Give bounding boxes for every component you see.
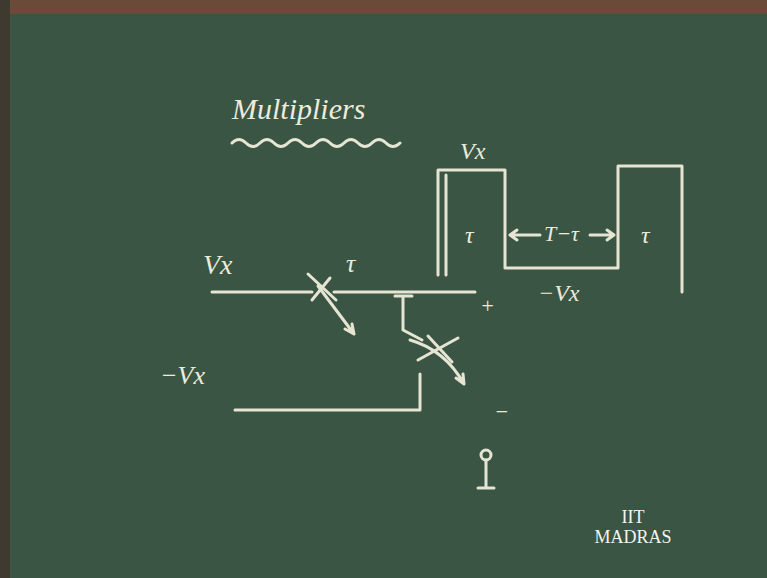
board-title: Multipliers [232, 92, 365, 125]
ground-symbol [478, 460, 494, 488]
switch-contact [395, 296, 422, 340]
output-terminal: + [480, 294, 495, 318]
period-arrow [590, 230, 614, 240]
period-arrow [510, 230, 540, 240]
switch-arrow [410, 340, 464, 384]
output-wire [334, 291, 475, 294]
input-wire [235, 374, 420, 410]
signal-level: −Vx [538, 280, 580, 306]
board-frame [0, 0, 767, 14]
output-terminal: − [494, 400, 509, 424]
pulse-width: τ [465, 222, 474, 248]
gap-width: T−τ [544, 222, 579, 246]
pulse-width: τ [641, 222, 650, 248]
switch-timing: τ [346, 250, 355, 279]
pulse-edge [445, 175, 448, 275]
pulse-waveform [438, 166, 682, 292]
signal-level: Vx [460, 138, 485, 164]
input-wire [212, 291, 312, 294]
switch-contact [308, 274, 336, 300]
switch-contact [418, 336, 458, 362]
input-signal: −Vx [160, 362, 205, 391]
board-edge [0, 0, 10, 578]
title-underline [232, 140, 400, 147]
watermark: IIT MADRAS [588, 508, 678, 548]
input-signal: Vx [203, 250, 233, 281]
